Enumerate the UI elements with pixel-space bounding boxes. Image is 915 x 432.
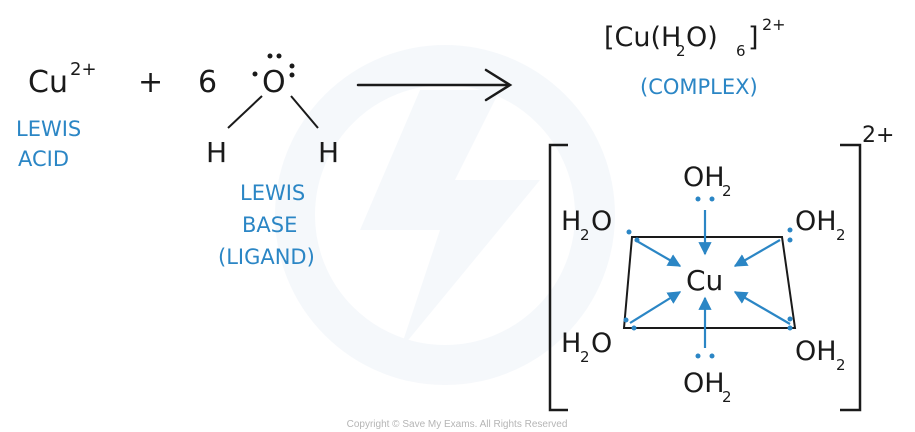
svg-text:OH: OH xyxy=(795,206,837,237)
svg-text:2: 2 xyxy=(722,388,732,406)
octahedral-outline xyxy=(622,236,797,329)
ligand-top: OH 2 xyxy=(683,162,732,200)
svg-text:2: 2 xyxy=(836,356,846,374)
complex-brackets xyxy=(548,143,862,412)
svg-text:2: 2 xyxy=(580,348,590,366)
o-h-bond-left xyxy=(227,95,263,129)
complex-charge: 2+ xyxy=(862,123,894,148)
water-hydrogen-right: H xyxy=(318,136,339,169)
lone-pair-dots xyxy=(252,53,295,78)
formula-subscript-2: 2 xyxy=(676,42,686,60)
complex-label: (COMPLEX) xyxy=(640,75,758,99)
ligand-bottom: OH 2 xyxy=(683,368,732,406)
central-metal: Cu xyxy=(686,264,723,297)
ligand-coefficient: 6 xyxy=(198,65,217,100)
formula-close: ] xyxy=(748,22,759,53)
svg-text:H: H xyxy=(561,328,581,359)
lewis-acid-label-line2: ACID xyxy=(18,147,69,171)
svg-text:OH: OH xyxy=(683,368,725,399)
ligand-upper-left: H 2 O xyxy=(561,206,612,244)
lewis-base-label-line3: (LIGAND) xyxy=(218,245,315,269)
svg-text:H: H xyxy=(561,206,581,237)
svg-text:2: 2 xyxy=(836,226,846,244)
complex-formula: [Cu(H 2 O) 6 ] 2+ xyxy=(604,15,786,60)
copyright-footer: Copyright © Save My Exams. All Rights Re… xyxy=(347,419,568,430)
lewis-base-label-line2: BASE xyxy=(242,213,297,237)
water-hydrogen-left: H xyxy=(206,136,227,169)
metal-ion-symbol: Cu xyxy=(28,65,68,100)
svg-text:O: O xyxy=(591,328,612,359)
formula-subscript-6: 6 xyxy=(736,42,746,60)
water-oxygen-atom: O xyxy=(262,65,286,100)
watermark-logo xyxy=(275,45,615,385)
dative-bond-arrows xyxy=(629,210,791,348)
lewis-base-label-line1: LEWIS xyxy=(240,181,305,205)
formula-charge: 2+ xyxy=(762,15,786,34)
svg-text:2: 2 xyxy=(580,226,590,244)
svg-text:OH: OH xyxy=(795,336,837,367)
plus-sign: + xyxy=(138,65,163,100)
svg-text:O: O xyxy=(591,206,612,237)
o-h-bond-right xyxy=(290,95,319,129)
coordinating-lone-pairs xyxy=(623,196,793,359)
svg-text:2: 2 xyxy=(722,182,732,200)
formula-mid: O) xyxy=(686,22,718,53)
metal-ion-charge: 2+ xyxy=(70,59,97,80)
formula-open: [Cu(H xyxy=(604,22,681,53)
ligand-lower-left: H 2 O xyxy=(561,328,612,366)
ligand-upper-right: OH 2 xyxy=(795,206,846,244)
lewis-acid-label-line1: LEWIS xyxy=(16,117,81,141)
svg-text:OH: OH xyxy=(683,162,725,193)
ligand-lower-right: OH 2 xyxy=(795,336,846,374)
reaction-arrow xyxy=(356,68,513,102)
